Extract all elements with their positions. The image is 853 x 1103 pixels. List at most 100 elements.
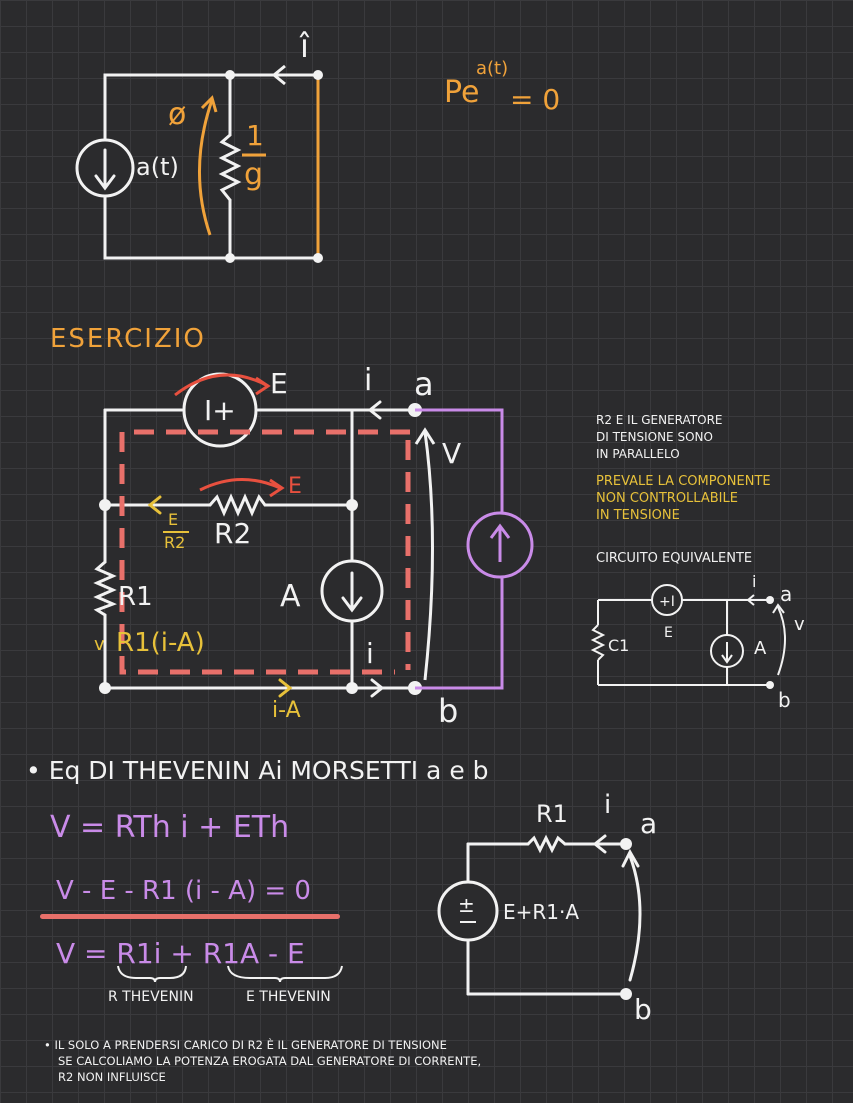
th-v-arrow (628, 854, 642, 982)
th-resistor (526, 834, 567, 854)
eq-i-label: i (752, 572, 757, 591)
th-i-label: i (604, 790, 612, 820)
r2-e-arrowhead (269, 478, 285, 498)
th-a-label: a (640, 807, 658, 840)
top-phi-label: ø (168, 97, 187, 132)
th-v-arrowhead (621, 848, 640, 868)
equivalent-title: CIRCUITO EQUIVALENTE (596, 551, 753, 566)
r1-label: R1 (118, 582, 153, 612)
top-voltage-arrowhead (200, 95, 218, 113)
eq-voltage-source (651, 584, 683, 616)
i-minus-a-label: i-A (272, 698, 301, 723)
exercise-circuit: I+ (93, 372, 534, 698)
r2-e-label: E (288, 474, 302, 499)
r2-left-arrow (147, 495, 162, 515)
eq-node-a (766, 596, 774, 604)
junction (99, 499, 111, 511)
note-prevale-1: PREVALE LA COMPONENTE (596, 474, 771, 489)
eq-voltage-symbol: +I (659, 594, 675, 610)
source-e-arrow (174, 373, 269, 397)
note-prevale-2: NON CONTROLLABILE (596, 491, 738, 506)
exercise-title: ESERCIZIO (50, 324, 206, 354)
junction (99, 682, 111, 694)
eq-i-arrow (746, 594, 755, 606)
top-circuit (75, 64, 323, 263)
top-current-arrow (271, 64, 286, 86)
v-arrowhead (414, 427, 436, 445)
note-prevale-3: IN TENSIONE (596, 508, 680, 523)
voltage-source-label: E (270, 367, 288, 400)
r1-resistor (93, 560, 117, 617)
th-r1-label: R1 (536, 800, 568, 828)
footnote-line-3: R2 NON INFLUISCE (58, 1070, 166, 1084)
i-arrow (367, 400, 382, 420)
label-e-thevenin: E THEVENIN (246, 989, 331, 1005)
th-node-b (620, 988, 632, 1000)
th-b-label: b (634, 993, 652, 1026)
mesh-loop-left (119, 429, 410, 675)
junction (346, 499, 358, 511)
top-source-label: a(t) (136, 153, 179, 181)
current-i-label: i (364, 363, 373, 398)
source-e-arrowhead (255, 376, 271, 396)
label-r-thevenin: R THEVENIN (108, 989, 194, 1005)
eq-node-b (766, 681, 774, 689)
thevenin-circuit: ± (437, 834, 642, 1000)
r1-voltage-label: R1(i-A) (116, 628, 205, 658)
top-resistor (218, 133, 242, 202)
bottom-yellow-arrow (278, 678, 293, 698)
eq-v-label: v (794, 614, 805, 635)
power-superscript: a(t) (476, 58, 509, 79)
thevenin-eq2: V - E - R1 (i - A) = 0 (56, 876, 311, 906)
footnote-line-2: SE CALCOLIAMO LA POTENZA EROGATA DAL GEN… (58, 1054, 482, 1068)
note-parallel-2: DI TENSIONE SONO (596, 430, 713, 444)
brace-e (227, 965, 343, 983)
purple-source-arrowhead (489, 523, 511, 539)
th-source-symbol: ± (458, 893, 475, 917)
junction (346, 682, 358, 694)
eq-c1-label: C1 (608, 636, 630, 655)
top-resistor-den: g (244, 157, 264, 192)
node-b-label: b (438, 692, 459, 730)
eq-a-node-label: a (780, 582, 793, 606)
thevenin-eq3: V = R1i + R1A - E (56, 937, 305, 970)
eq-v-arrowhead (772, 603, 785, 614)
th-source-label: E+R1·A (503, 900, 580, 924)
node-a-label: a (414, 365, 434, 403)
voltage-v-label: V (442, 437, 462, 470)
v-arrow (423, 431, 434, 681)
fraction-line (163, 531, 189, 533)
current-source-label: A (280, 579, 301, 614)
note-parallel-1: R2 E IL GENERATORE (596, 413, 723, 427)
r2-resistor (208, 493, 267, 517)
eq-b-node-label: b (778, 688, 791, 712)
power-label: Pe (444, 75, 480, 110)
power-equals: = 0 (510, 83, 561, 116)
eq3-braces (117, 965, 343, 983)
eq-e-label: E (664, 625, 673, 641)
top-voltage-arrow (198, 99, 214, 236)
top-node (225, 253, 235, 263)
top-current-label: î (300, 27, 309, 65)
th-source (437, 880, 499, 942)
note-parallel-3: IN PARALLELO (596, 447, 680, 461)
bottom-i-label: i (366, 637, 374, 670)
top-source-arrowhead (94, 174, 116, 191)
top-resistor-num: 1 (246, 119, 264, 152)
bottom-arrow (370, 678, 385, 698)
top-node (225, 70, 235, 80)
equivalent-circuit: +I (590, 584, 786, 689)
current-source-a-arrowhead (341, 596, 363, 613)
eq-a-label: A (754, 638, 767, 659)
fraction-num: E (168, 510, 179, 529)
fraction-den: R2 (164, 533, 186, 552)
brace-r (117, 965, 187, 983)
top-node (313, 70, 323, 80)
r2-label: R2 (214, 517, 252, 550)
th-i-arrow (592, 834, 607, 854)
eq-underline (40, 914, 340, 919)
footnote-line-1: • IL SOLO A PRENDERSI CARICO DI R2 È IL … (44, 1038, 447, 1052)
eq-resistor (590, 624, 606, 661)
thevenin-eq1: V = RTh i + ETh (50, 810, 290, 845)
